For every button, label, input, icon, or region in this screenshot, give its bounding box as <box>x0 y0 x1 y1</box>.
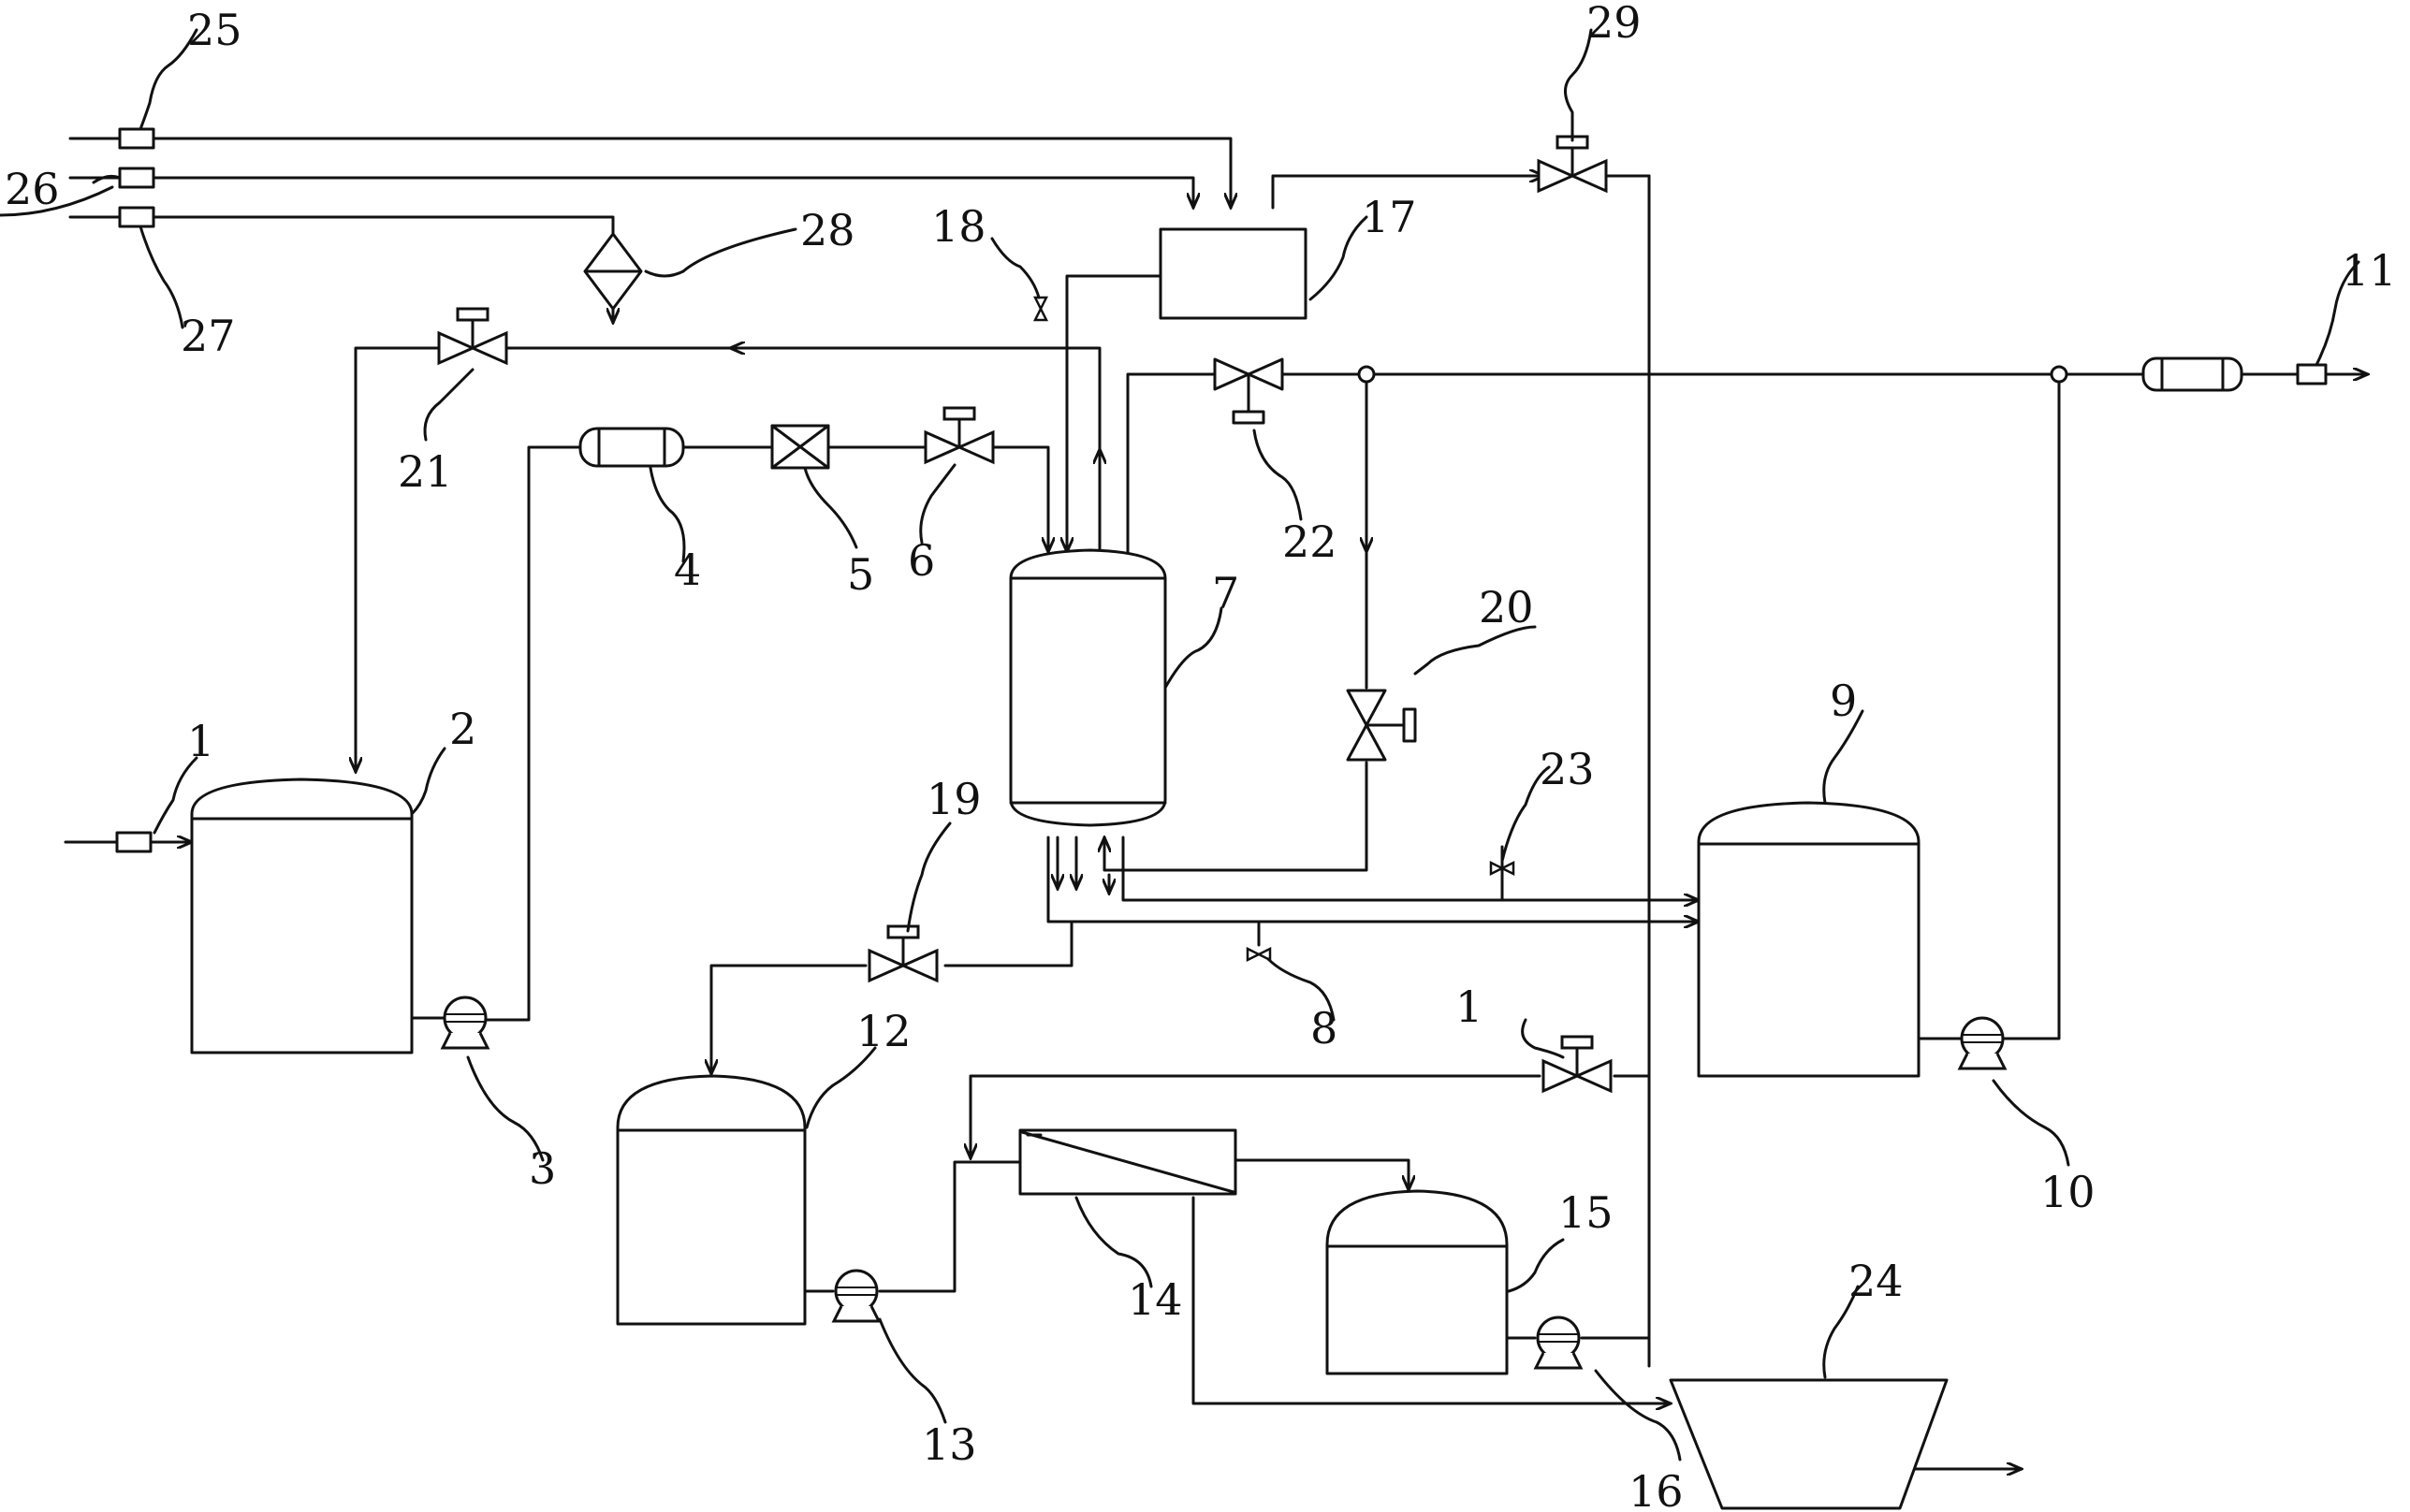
label-21: 21 <box>398 446 453 497</box>
label-8: 8 <box>1310 1003 1337 1054</box>
label-29: 29 <box>1586 0 1642 48</box>
outlet-fitting-11 <box>2296 363 2328 385</box>
label-7: 7 <box>1212 568 1239 618</box>
reactor-7 <box>1009 548 1167 827</box>
valve-29 <box>1537 135 1608 193</box>
valve-20 <box>1346 689 1417 762</box>
tank-15 <box>1325 1189 1509 1375</box>
flowmeter-5 <box>770 424 830 470</box>
filter-28 <box>583 232 643 311</box>
junction-node-1 <box>1357 365 1376 384</box>
label-2: 2 <box>449 704 476 754</box>
label-1-valve: 1 <box>1455 981 1483 1032</box>
valve-21 <box>437 307 508 365</box>
label-22: 22 <box>1282 516 1337 567</box>
valve-19 <box>868 924 939 982</box>
label-23: 23 <box>1540 744 1595 794</box>
label-13: 13 <box>922 1419 977 1470</box>
filter-housing <box>2141 356 2243 392</box>
label-9: 9 <box>1830 676 1857 726</box>
label-17: 17 <box>1362 192 1417 242</box>
valve-8 <box>1246 947 1272 962</box>
label-20: 20 <box>1479 582 1534 632</box>
junction-node-2 <box>2050 365 2068 384</box>
piping <box>64 137 2368 1469</box>
label-15: 15 <box>1558 1187 1614 1238</box>
label-24: 24 <box>1848 1256 1904 1306</box>
inlet-fitting-1 <box>115 831 153 853</box>
label-16: 16 <box>1629 1466 1684 1512</box>
label-3: 3 <box>529 1143 556 1194</box>
leader-lines <box>0 28 2360 1461</box>
tank-9 <box>1697 801 1921 1078</box>
label-27: 27 <box>181 311 236 361</box>
label-4: 4 <box>674 545 701 595</box>
label-18: 18 <box>931 201 986 252</box>
label-19: 19 <box>927 774 982 824</box>
valve-18 <box>1033 296 1048 322</box>
label-5: 5 <box>847 549 874 600</box>
label-26: 26 <box>5 164 60 214</box>
tank-12 <box>616 1074 807 1326</box>
reference-labels: 25 26 27 28 29 17 18 11 21 4 5 6 22 7 20… <box>5 0 2397 1512</box>
label-11: 11 <box>2342 245 2397 296</box>
label-1-feed: 1 <box>187 716 214 766</box>
unit-17 <box>1159 227 1307 320</box>
pump-13 <box>832 1269 881 1323</box>
pump-3 <box>441 996 489 1050</box>
tank-2 <box>190 778 414 1054</box>
label-28: 28 <box>800 205 855 255</box>
pump-10 <box>1958 1016 2007 1070</box>
label-12: 12 <box>856 1006 912 1056</box>
label-14: 14 <box>1128 1274 1183 1325</box>
mixer-4 <box>578 427 685 468</box>
membrane-14 <box>1018 1128 1237 1196</box>
label-10: 10 <box>2040 1167 2096 1217</box>
label-25: 25 <box>187 5 242 55</box>
label-6: 6 <box>908 535 935 586</box>
valve-6 <box>924 406 995 464</box>
pump-16 <box>1534 1316 1583 1370</box>
inlet-fitting-26 <box>118 167 155 189</box>
valve-1 <box>1541 1035 1613 1093</box>
basin-24 <box>1669 1378 1949 1510</box>
inlet-fitting-25 <box>118 127 155 150</box>
inlet-fitting-27 <box>118 206 155 228</box>
valve-22 <box>1213 357 1284 425</box>
